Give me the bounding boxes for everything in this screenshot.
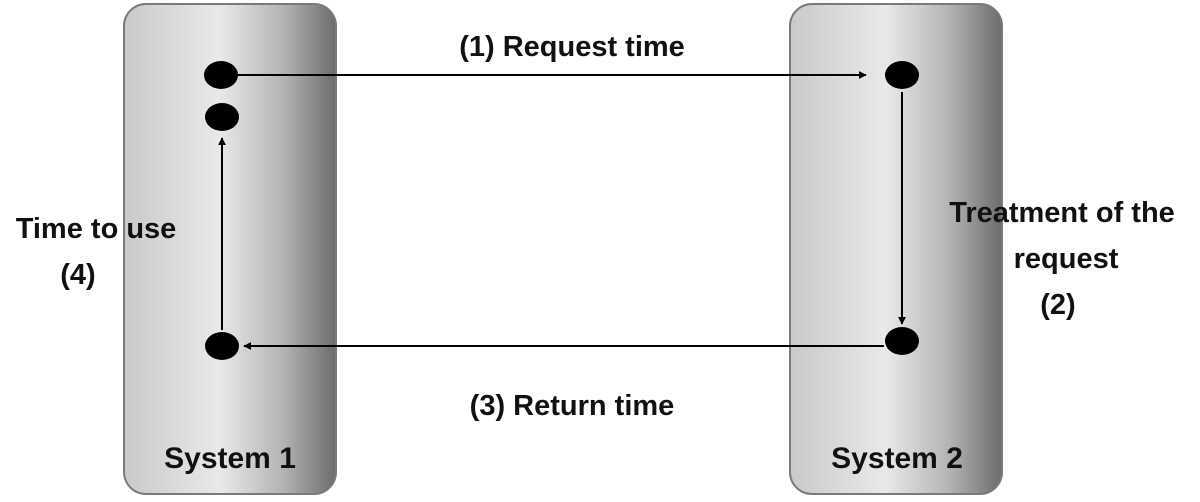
system-1-use-node <box>205 103 239 131</box>
treatment-label-line1: Treatment of the <box>949 197 1175 229</box>
system-2-box: System 2 <box>789 3 1003 495</box>
system-1-request-node <box>204 61 238 89</box>
system-1-box: System 1 <box>123 3 337 495</box>
treatment-label-number: (2) <box>1040 289 1075 321</box>
treatment-label-line2: request <box>1014 243 1119 275</box>
system-2-request-node <box>885 61 919 89</box>
system-2-response-node <box>885 327 919 355</box>
system-2-label: System 2 <box>831 442 963 475</box>
return-time-label: (3) Return time <box>470 390 675 422</box>
request-time-label: (1) Request time <box>459 31 685 63</box>
time-to-use-label: Time to use <box>16 213 177 245</box>
system-1-return-node <box>205 332 239 360</box>
time-to-use-number: (4) <box>60 259 95 291</box>
system-1-label: System 1 <box>164 442 296 475</box>
